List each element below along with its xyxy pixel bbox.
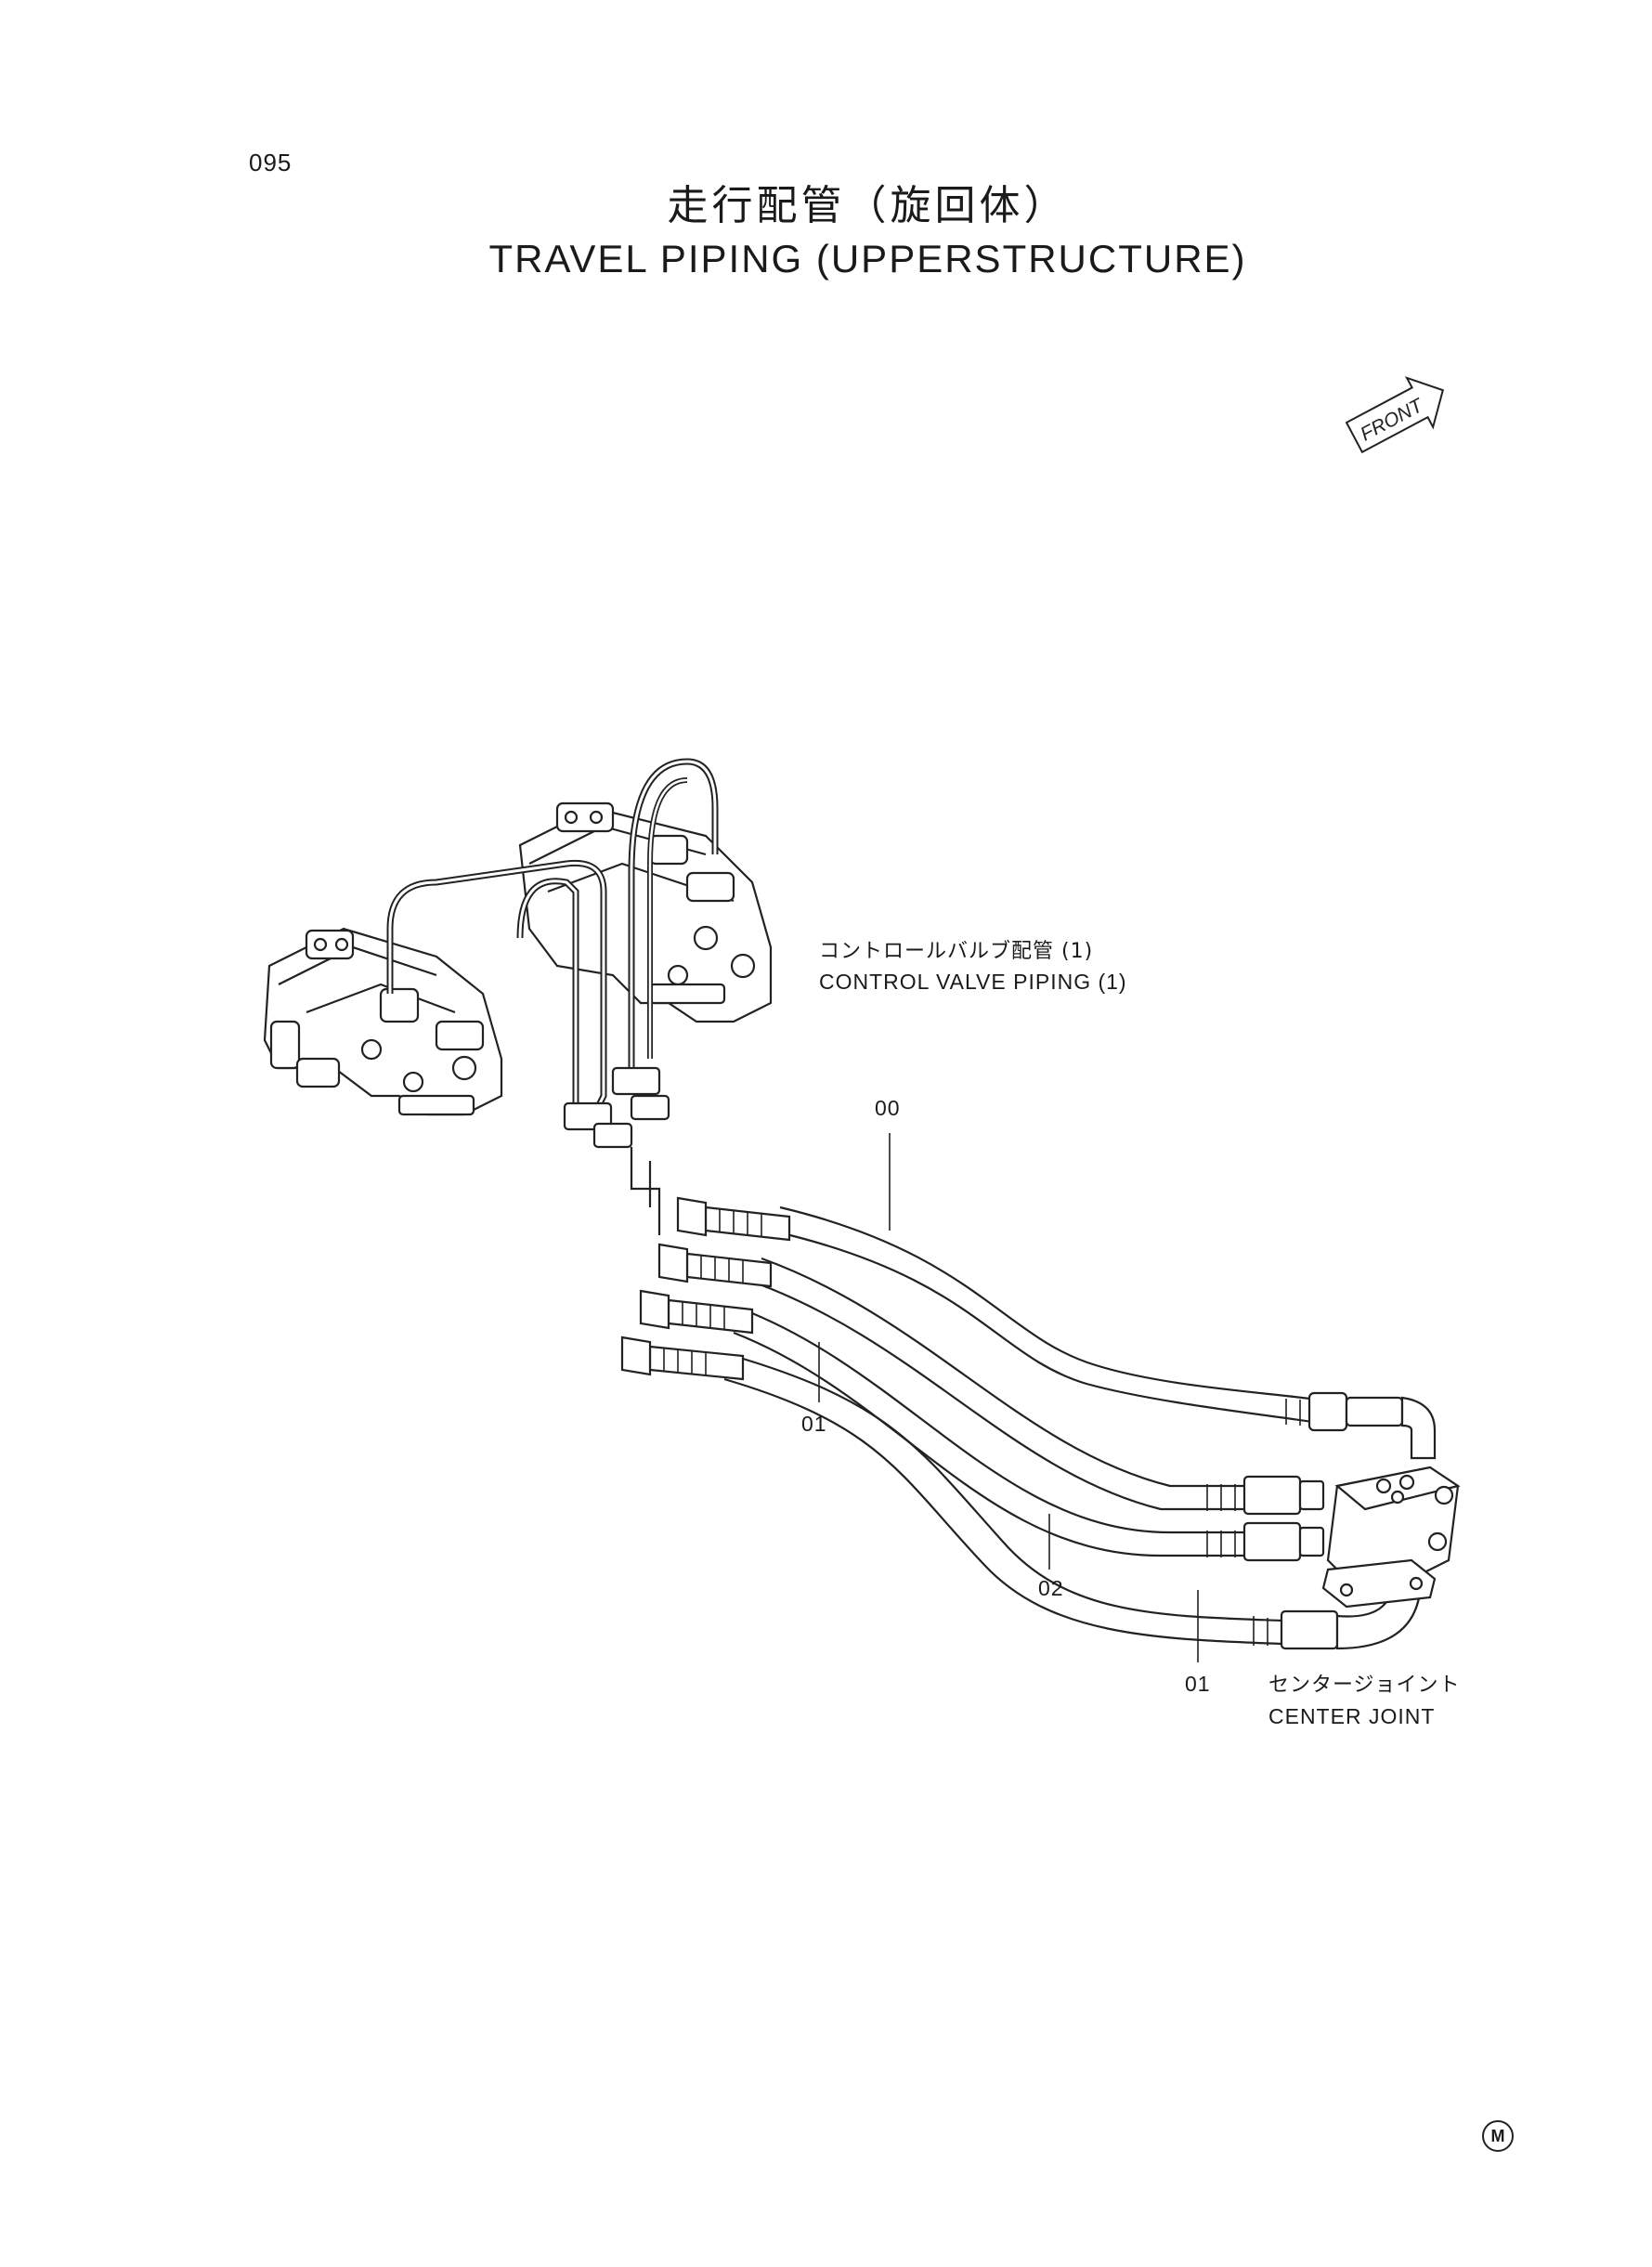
callout-02: 02 [1038,1576,1064,1600]
circled-m-icon: M [1482,2120,1514,2152]
control-valve-assembly [263,758,773,1235]
control-valve-label-en: CONTROL VALVE PIPING (1) [819,970,1127,994]
control-valve-label-jp: コントロールバルブ配管 (1) [819,940,1094,963]
center-joint-label-jp: センタージョイント [1268,1674,1461,1697]
front-arrow-icon: FRONT [1345,376,1445,454]
callout-01-left: 01 [801,1412,827,1436]
title-english: TRAVEL PIPING (UPPERSTRUCTURE) [488,237,1247,280]
leader-lines [818,1133,1199,1662]
center-joint-label-en: CENTER JOINT [1268,1704,1436,1728]
callout-00: 00 [875,1096,901,1120]
page-title: 走行配管（旋回体） TRAVEL PIPING (UPPERSTRUCTURE) [0,172,1652,281]
hose-bundle [620,1196,1437,1650]
callout-01-right: 01 [1185,1672,1211,1696]
page-number: 095 [249,149,293,176]
center-joint [1321,1466,1461,1609]
title-japanese: 走行配管（旋回体） [667,182,1069,229]
